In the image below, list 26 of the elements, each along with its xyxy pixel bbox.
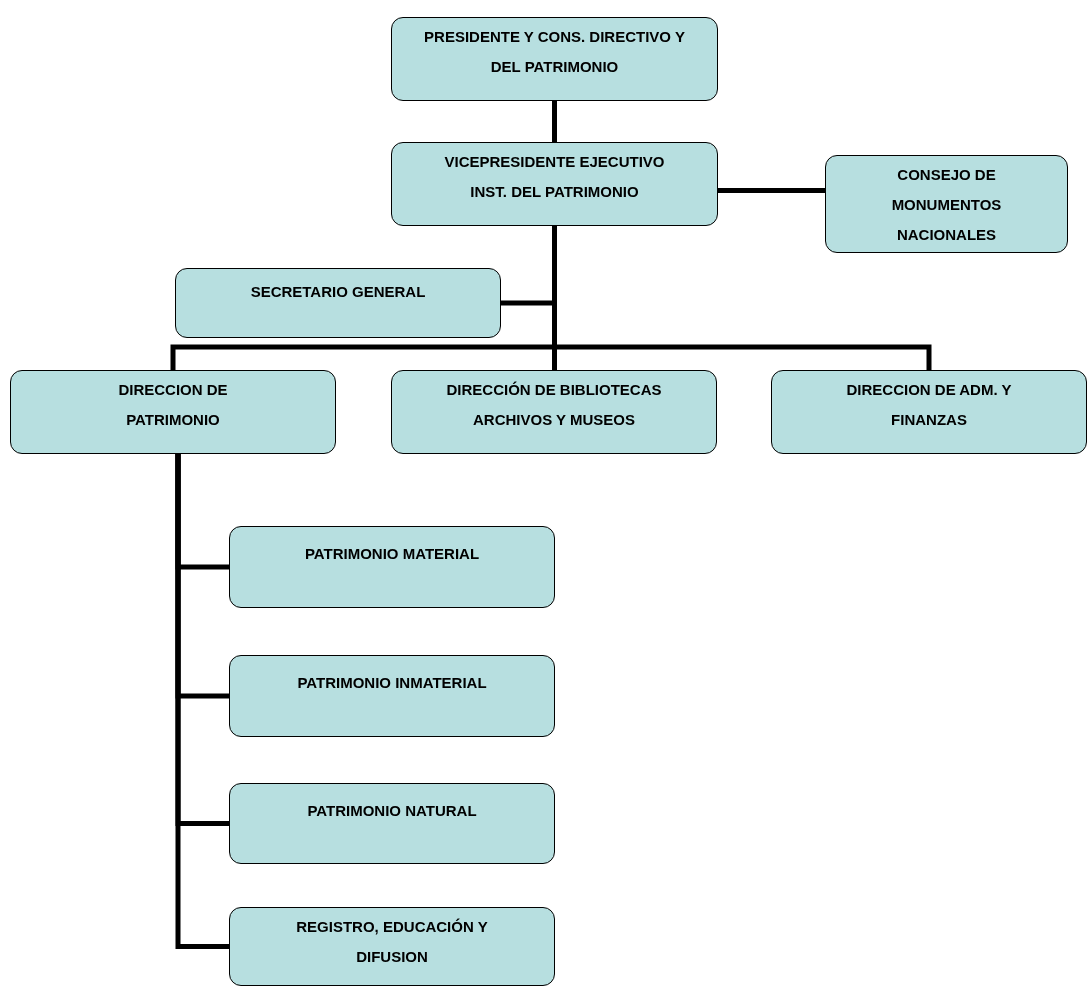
box-label: PATRIMONIO INMATERIAL xyxy=(297,673,487,693)
org-box xyxy=(175,268,501,338)
box-label: VICEPRESIDENTE EJECUTIVO INST. DEL PATRIMONIO xyxy=(443,152,666,202)
box-label: PRESIDENTE Y CONS. DIRECTIVO Y DEL PATRIMONIO xyxy=(424,27,685,77)
connector-line xyxy=(552,101,557,142)
connector-line xyxy=(175,454,229,949)
org-box xyxy=(229,907,555,986)
box-label: PATRIMONIO MATERIAL xyxy=(304,544,480,564)
org-box xyxy=(391,370,717,454)
org-box xyxy=(391,142,718,226)
box-label: DIRECCIÓN DE BIBLIOTECAS ARCHIVOS Y MUSEOS xyxy=(445,380,663,430)
org-box xyxy=(229,783,555,864)
org-box xyxy=(229,655,555,737)
org-box xyxy=(825,155,1068,253)
org-box xyxy=(771,370,1087,454)
org-box xyxy=(229,526,555,608)
box-label: CONSEJO DE MONUMENTOS NACIONALES xyxy=(890,165,1003,245)
connector-line xyxy=(718,188,825,193)
box-label: DIRECCION DE ADM. Y FINANZAS xyxy=(845,380,1013,430)
box-label: SECRETARIO GENERAL xyxy=(250,282,426,302)
org-box xyxy=(10,370,336,454)
box-label: REGISTRO, EDUCACIÓN Y DIFUSION xyxy=(295,917,489,967)
box-label: DIRECCION DE PATRIMONIO xyxy=(117,380,229,430)
org-box xyxy=(391,17,718,101)
box-label: PATRIMONIO NATURAL xyxy=(307,801,477,821)
connector-line xyxy=(552,226,932,370)
